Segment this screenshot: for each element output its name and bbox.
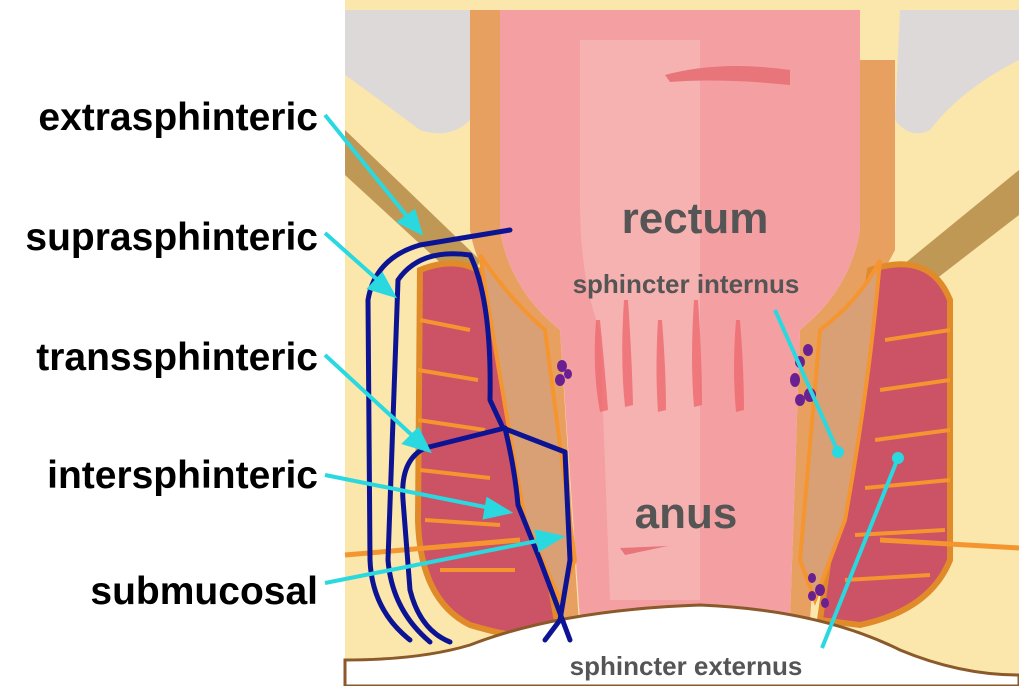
label-sphincter-internus: sphincter internus — [573, 269, 800, 299]
label-transsphinteric: transsphinteric — [36, 336, 318, 379]
label-rectum: rectum — [622, 194, 769, 243]
label-submucosal: submucosal — [90, 570, 318, 613]
label-intersphinteric: intersphinteric — [47, 454, 318, 497]
label-sphincter-externus: sphincter externus — [570, 651, 803, 681]
label-anus: anus — [635, 489, 738, 538]
label-suprasphinteric: suprasphinteric — [25, 216, 318, 259]
label-extrasphinteric: extrasphinteric — [38, 96, 318, 139]
